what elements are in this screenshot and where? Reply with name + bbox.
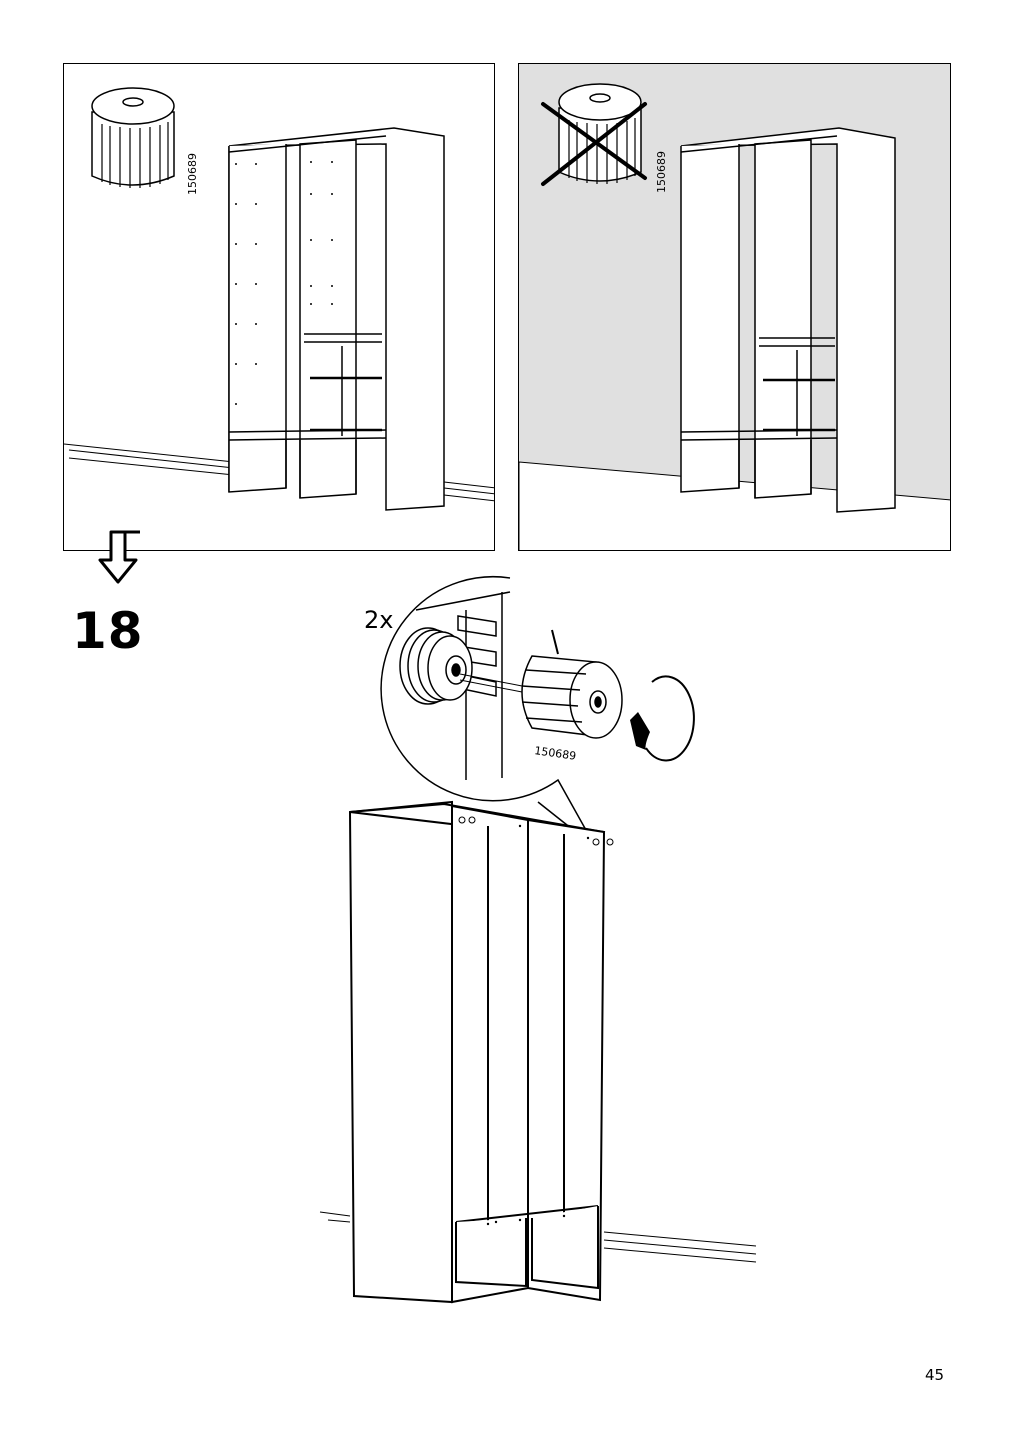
cabinet-drawing [348,800,606,1304]
hole-markers [235,161,333,405]
illustration-panel-correct: 150689 [63,63,495,551]
cabinet-drawing [228,127,445,511]
step-arrow-down-icon [98,530,140,584]
insert-part-icon [399,627,473,705]
rotate-clockwise-icon [630,675,695,762]
quantity-label: 2x [364,606,393,634]
part-number-label: 150689 [655,151,668,193]
installed-knob-icon [458,816,614,846]
step-number: 18 [72,602,144,660]
assembly-illustration: 2x 150689 [319,575,757,1304]
prohibited-cross-icon [541,102,647,186]
part-number-label: 150689 [186,153,199,195]
panel-correct-drawing: 150689 [64,87,494,511]
hole-markers [486,824,590,1226]
floor-skirting [64,443,494,502]
panel-incorrect-drawing: 150689 [519,83,950,550]
floor-lines [319,1211,757,1263]
page-number: 45 [925,1366,945,1384]
illustration-panel-incorrect: 150689 [518,63,951,551]
part-number-label: 150689 [534,744,577,763]
detail-cabinet-side [415,591,511,780]
cabinet-drawing [680,127,896,513]
knob-part-icon [91,87,175,188]
knob-part-icon [521,655,623,739]
knob-part-icon [558,83,642,184]
